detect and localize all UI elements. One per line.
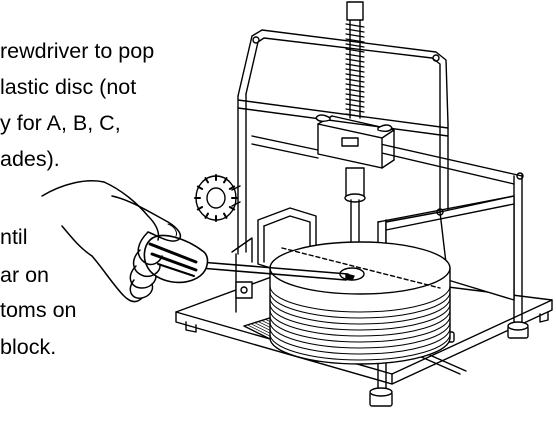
instruction-line-8: block.	[0, 335, 57, 359]
instruction-line-6: ar on	[0, 263, 50, 287]
hand	[42, 181, 180, 302]
instruction-line-1: rewdriver to pop	[0, 39, 155, 63]
instruction-line-7: toms on	[0, 298, 77, 322]
disc-stack	[270, 242, 450, 364]
screwdriver	[144, 236, 354, 283]
side-knob	[195, 175, 240, 221]
instruction-line-3: y for A, B, C,	[0, 111, 121, 135]
carriage	[316, 115, 394, 168]
instruction-line-2: lastic disc (not	[0, 75, 137, 99]
instruction-line-5: ntil	[0, 225, 28, 249]
instruction-line-4: ades).	[0, 147, 60, 171]
